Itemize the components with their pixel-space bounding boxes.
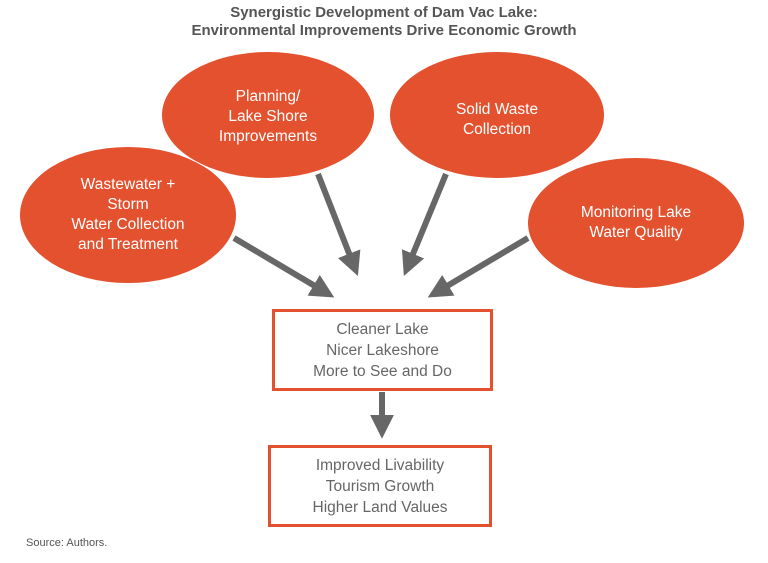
arrow-solid-waste-to-outcome <box>401 172 449 276</box>
diagram-title-line-1: Synergistic Development of Dam Vac Lake: <box>230 4 538 21</box>
arrow-wastewater-to-outcome <box>232 235 335 298</box>
input-ellipse-planning <box>162 52 374 178</box>
input-label-monitoring: Monitoring Lake Water Quality <box>580 204 692 241</box>
input-label-planning: Planning/ Lake Shore Improvements <box>218 88 318 145</box>
source-note: Source: Authors. <box>26 537 108 549</box>
arrow-monitoring-to-outcome <box>427 235 530 298</box>
result-box <box>268 445 492 527</box>
outcome-box <box>272 309 493 391</box>
outcome-box-label: Cleaner Lake Nicer Lakeshore More to See… <box>313 320 452 380</box>
diagram-title-line-2: Environmental Improvements Drive Economi… <box>191 22 577 39</box>
input-ellipse-monitoring <box>528 158 744 288</box>
input-ellipse-wastewater <box>20 147 236 283</box>
input-label-solid-waste: Solid Waste Collection <box>455 101 539 138</box>
result-box-label: Improved Livability Tourism Growth Highe… <box>312 456 448 516</box>
input-label-wastewater: Wastewater + Storm Water Collection and … <box>71 176 185 253</box>
arrow-planning-to-outcome <box>315 172 361 277</box>
input-ellipse-solid-waste <box>390 52 604 178</box>
